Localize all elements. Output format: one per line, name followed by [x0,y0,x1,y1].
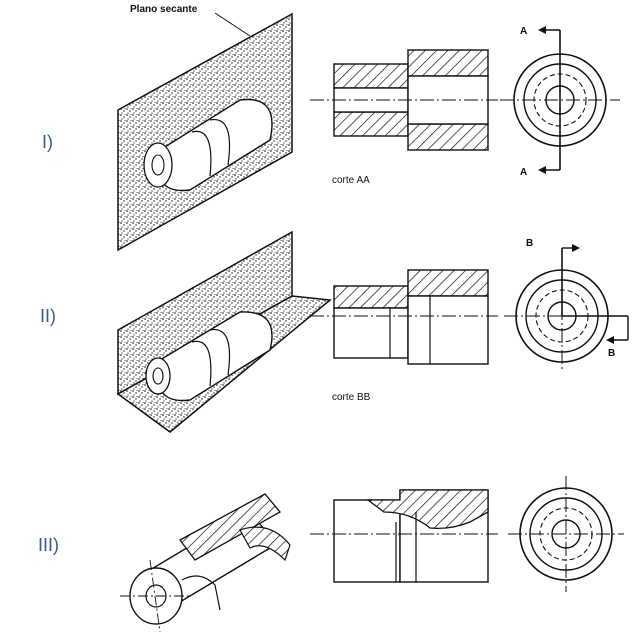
row-1-numeral: I) [42,132,53,152]
row-1-caption: corte AA [332,175,370,186]
row-2-arrow-label-top: B [526,238,533,249]
row-2-isometric-view [116,230,332,433]
row-3-isometric-view [120,493,291,633]
row-2-caption: corte BB [332,392,371,403]
row-3-section-view [310,489,498,583]
row-1-arrow-label-top: A [520,26,527,37]
row-2-numeral: II) [40,306,56,326]
plane-label: Plano secante [130,4,198,15]
row-1-arrow-label-bottom: A [520,167,527,178]
row-1-end-view [500,26,620,174]
row-2-section-view [310,269,498,365]
row-2-arrow-label-bottom: B [608,348,615,359]
row-1-section-view [310,49,498,151]
row-2-end-view [504,244,629,370]
row-3-numeral: III) [38,535,59,555]
row-3-end-view [508,476,624,592]
row-1-isometric-view [117,12,293,252]
